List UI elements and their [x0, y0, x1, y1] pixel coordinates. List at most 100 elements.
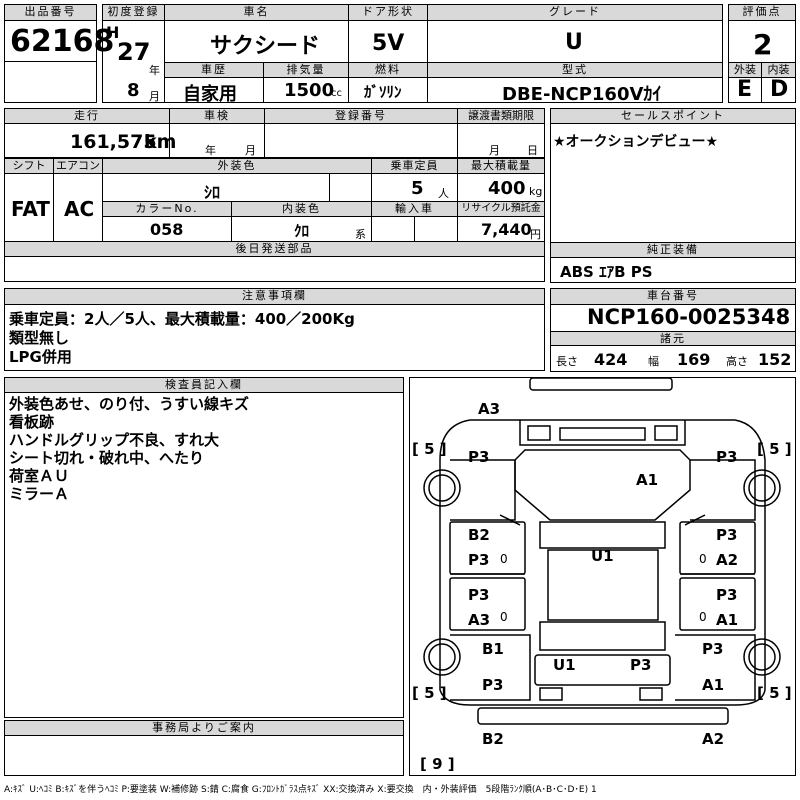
wheel-rear-right-inner — [748, 643, 776, 671]
roof — [547, 549, 659, 621]
front-intake — [559, 427, 646, 441]
dmg-rear-bumper-b: B2 — [482, 730, 504, 748]
tire-tr: [ 5 ] — [757, 440, 792, 458]
dmg-right-rear-p: P3 — [702, 640, 724, 658]
tire-br: [ 5 ] — [757, 684, 792, 702]
right-rear-door — [679, 577, 756, 631]
dmg-right-rear-door-p: P3 — [716, 586, 738, 604]
ac: AC — [64, 197, 95, 221]
dmg-right-rear-door-a: A1 — [716, 611, 739, 629]
car-name: サクシード — [210, 34, 321, 59]
wheel-front-right — [743, 469, 781, 507]
first-reg-month: 8 — [127, 80, 140, 101]
int-color-unit: 系 — [355, 228, 366, 241]
wheel-rear-left — [423, 638, 461, 676]
right-front-fender — [690, 459, 756, 521]
tire-bl: [ 5 ] — [412, 684, 447, 702]
caution-line-2: 類型無し — [9, 329, 70, 347]
dmg-rear-door-u: U1 — [553, 656, 576, 674]
wheel-front-left — [423, 469, 461, 507]
recycle: 7,440 — [481, 220, 532, 239]
front-grille — [519, 420, 686, 446]
later-parts-cell — [4, 256, 545, 282]
inspector-cell — [4, 392, 404, 718]
shift: FAT — [11, 197, 50, 221]
load-label: 最大積載量 — [457, 158, 545, 174]
grade: U — [565, 30, 583, 55]
recycle-unit: 円 — [530, 228, 541, 241]
caution-line-1: 乗車定員：2人／5人、最大積載量：400／200Kg — [9, 310, 355, 328]
color-no: 058 — [150, 220, 184, 239]
history-label: 車歴 — [164, 62, 264, 78]
ac-label: エアコン — [53, 158, 103, 174]
windshield — [539, 521, 666, 549]
capacity-unit: 人 — [438, 187, 449, 200]
dmg-left-quarter-p: P3 — [482, 676, 504, 694]
wheel-rear-left-inner — [428, 643, 456, 671]
rear-lamp-right — [639, 687, 663, 701]
score-label: 評価点 — [728, 4, 796, 21]
first-reg-month-unit: 月 — [149, 90, 160, 103]
left-rear-door — [449, 577, 526, 631]
inspector-line-1: 外装色あせ、のり付、うすい線キズ — [9, 395, 250, 413]
transfer-month-unit: 月 — [489, 144, 500, 157]
mileage: 161,575 — [70, 131, 157, 153]
score: 2 — [753, 28, 773, 61]
body-outline — [439, 419, 766, 706]
int-cell — [761, 77, 796, 103]
rear-lamp-left — [539, 687, 563, 701]
dmg-right-front-fender: P3 — [716, 448, 738, 466]
dmg-roof: U1 — [591, 547, 614, 565]
fuel: ｶﾞｿﾘﾝ — [364, 83, 402, 101]
inspection-year-unit: 年 — [205, 144, 216, 157]
wheel-front-left-inner — [428, 474, 456, 502]
dmg-left-front-door-b: B2 — [468, 526, 490, 544]
spec-cell — [550, 345, 796, 372]
load: 400 — [488, 178, 526, 199]
front-lamp-right — [654, 425, 678, 441]
chassis-number: NCP160-0025348 — [587, 305, 791, 329]
rear-door — [534, 654, 671, 686]
dmg-rear-door-p: P3 — [630, 656, 652, 674]
int-grade: D — [770, 77, 789, 102]
dmg-left-rear-b: B1 — [482, 640, 504, 658]
wheel-front-right-inner — [748, 474, 776, 502]
car-name-label: 車名 — [164, 4, 349, 21]
door-handle-mark-3: 0 — [699, 552, 707, 566]
sales-point-text: ★オークションデビュー★ — [553, 134, 719, 150]
inspector-line-3: ハンドルグリップ不良、すれ大 — [9, 431, 220, 449]
caution-line-3: LPG併用 — [9, 348, 72, 366]
mirror-left — [499, 514, 521, 526]
dmg-right-quarter-a: A1 — [702, 676, 725, 694]
inspector-line-4: シート切れ・破れ中、へたり — [9, 449, 205, 467]
dmg-left-rear-door-a: A3 — [468, 611, 491, 629]
caution-cell — [4, 304, 545, 371]
first-reg-year-unit: 年 — [149, 64, 160, 77]
mileage-label: 走行 — [4, 108, 170, 124]
legend-text: A:ｷｽﾞ U:ﾍｺﾐ B:ｷｽﾞを伴うﾍｺﾐ P:要塗装 W:補修跡 S:錆 … — [4, 785, 597, 795]
dmg-left-front-fender: P3 — [468, 448, 490, 466]
ext-label: 外装 — [728, 62, 762, 78]
first-reg-year: 27 — [117, 38, 151, 66]
spare-tire: [ 9 ] — [420, 755, 455, 773]
equipment: ABS ｴｱB PS — [560, 263, 653, 281]
rear-glass — [539, 621, 666, 651]
dmg-front-bumper: A3 — [478, 400, 501, 418]
width-label: 幅 — [648, 355, 659, 368]
spec-label: 諸元 — [550, 331, 796, 346]
height: 152 — [758, 350, 792, 369]
lot-no: 62168 — [10, 24, 115, 59]
mileage-unit: km — [144, 131, 177, 153]
door-handle-mark-4: 0 — [699, 610, 707, 624]
dmg-left-front-door-p: P3 — [468, 551, 490, 569]
wheel-rear-right — [743, 638, 781, 676]
inspector-line-2: 看板跡 — [9, 413, 55, 431]
dmg-right-front-door-p: P3 — [716, 526, 738, 544]
length-label: 長さ — [556, 355, 578, 368]
capacity: 5 — [411, 178, 424, 199]
tire-tl: [ 5 ] — [412, 440, 447, 458]
inspector-line-6: ミラーＡ — [9, 485, 70, 503]
rear-bumper — [477, 707, 729, 725]
height-label: 高さ — [726, 355, 748, 368]
transfer-day-unit: 日 — [527, 144, 538, 157]
